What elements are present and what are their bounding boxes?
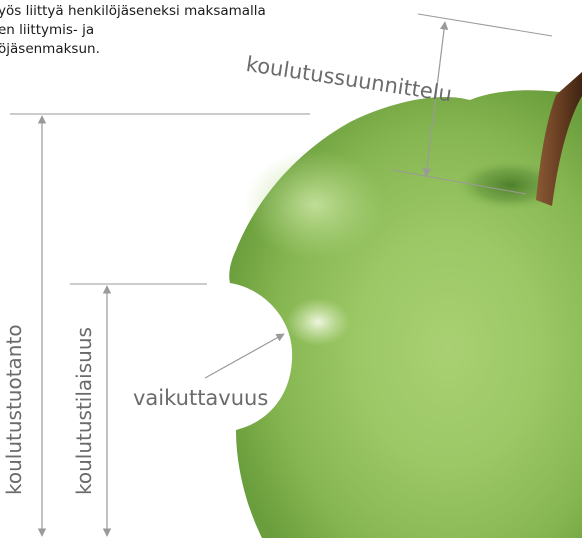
label-training-production: koulutustuotanto <box>2 324 26 495</box>
planning-top-guide <box>418 14 552 36</box>
intro-line-2: en liittymis- ja <box>0 21 358 40</box>
impact-arrow <box>205 334 284 378</box>
label-impact: vaikuttavuus <box>133 386 268 410</box>
label-training-opportunity: koulutustilaisuus <box>72 327 96 495</box>
intro-text: yös liittyä henkilöjäseneksi maksamalla … <box>0 2 358 59</box>
intro-line-3: öjäsenmaksun. <box>0 40 358 59</box>
intro-line-1: yös liittyä henkilöjäseneksi maksamalla <box>0 2 358 21</box>
apple-shoulder-glow <box>245 150 385 260</box>
apple-highlight <box>286 298 350 346</box>
